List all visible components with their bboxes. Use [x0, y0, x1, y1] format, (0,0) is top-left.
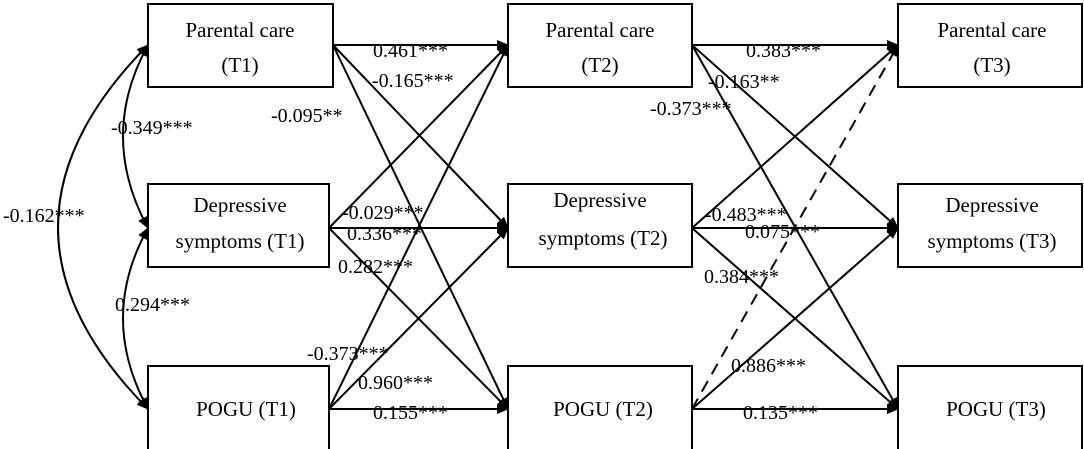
coef-pg2-pg3: 0.135*** — [743, 402, 818, 424]
path-pg1-ds2 — [328, 227, 509, 410]
corr-pc1-pg1 — [57, 44, 149, 410]
coef-ds1-ds2: 0.336*** — [347, 223, 422, 245]
node-label-line2: symptoms (T3) — [928, 229, 1057, 253]
coef-corr-pc1-ds1: -0.349*** — [111, 117, 193, 139]
coef-ds2-pc3: -0.483*** — [705, 204, 787, 226]
node-label-line2: symptoms (T2) — [539, 226, 668, 250]
node-label-line1: Parental care — [545, 18, 654, 42]
node-label-line1: POGU (T1) — [196, 397, 296, 421]
node-label-line1: POGU (T3) — [946, 397, 1046, 421]
coef-pc2-pg3: -0.373*** — [650, 98, 732, 120]
node-label-line2: (T2) — [581, 53, 618, 77]
corr-ds1-pg1 — [122, 227, 149, 410]
coef-pc1-pg2: -0.095** — [271, 105, 343, 127]
coef-pc1-ds2: -0.165*** — [372, 70, 454, 92]
node-pogu-t2: POGU (T2) — [507, 365, 693, 449]
coef-ds2-pg3: 0.384*** — [704, 266, 779, 288]
node-depressive-symptoms-t2: Depressive symptoms (T2) — [507, 183, 693, 268]
path-pc1-ds2 — [332, 44, 509, 229]
coef-pg1-ds2: 0.960*** — [358, 372, 433, 394]
node-parental-care-t2: Parental care (T2) — [507, 3, 693, 88]
path-lines — [57, 40, 899, 414]
coef-corr-pc1-pg1: -0.162*** — [3, 205, 85, 227]
path-pg2-ds3 — [691, 227, 899, 410]
node-label-line2: (T3) — [973, 53, 1010, 77]
node-parental-care-t1: Parental care (T1) — [147, 3, 334, 88]
node-label-line1: Parental care — [185, 18, 294, 42]
coef-pc2-ds3: -0.163** — [708, 71, 780, 93]
coef-pc1-pc2: 0.461*** — [373, 40, 448, 62]
node-depressive-symptoms-t1: Depressive symptoms (T1) — [147, 183, 330, 268]
node-depressive-symptoms-t3: Depressive symptoms (T3) — [897, 183, 1083, 268]
path-ds1-pc2 — [328, 44, 509, 229]
path-pg1-pc2 — [328, 44, 509, 410]
node-label-line1: Depressive — [553, 188, 646, 212]
node-label-line1: Parental care — [937, 18, 1046, 42]
node-label-line2: symptoms (T1) — [176, 229, 305, 253]
node-parental-care-t3: Parental care (T3) — [897, 3, 1083, 88]
node-label-line1: Depressive — [193, 193, 286, 217]
coef-pg1-pc2: -0.373*** — [307, 343, 389, 365]
coef-ds1-pc2: -0.029*** — [342, 202, 424, 224]
coef-ds1-pg2: 0.282*** — [338, 256, 413, 278]
node-pogu-t3: POGU (T3) — [897, 365, 1083, 449]
coefficient-labels: 0.461*** -0.165*** -0.095** -0.029*** 0.… — [3, 40, 821, 424]
node-label-line1: POGU (T2) — [553, 397, 653, 421]
coef-pc2-pc3: 0.383*** — [746, 40, 821, 62]
node-label-line1: Depressive — [945, 193, 1038, 217]
node-pogu-t1: POGU (T1) — [147, 365, 330, 449]
coef-pg2-ds3: 0.886*** — [731, 355, 806, 377]
coef-ds2-ds3: 0.075*** — [745, 221, 820, 243]
node-label-line2: (T1) — [221, 53, 258, 77]
path-pg2-pc3-dashed — [691, 44, 899, 410]
coef-pg1-pg2: 0.155*** — [373, 402, 448, 424]
path-ds2-pc3 — [691, 44, 899, 229]
coef-corr-ds1-pg1: 0.294*** — [115, 294, 190, 316]
